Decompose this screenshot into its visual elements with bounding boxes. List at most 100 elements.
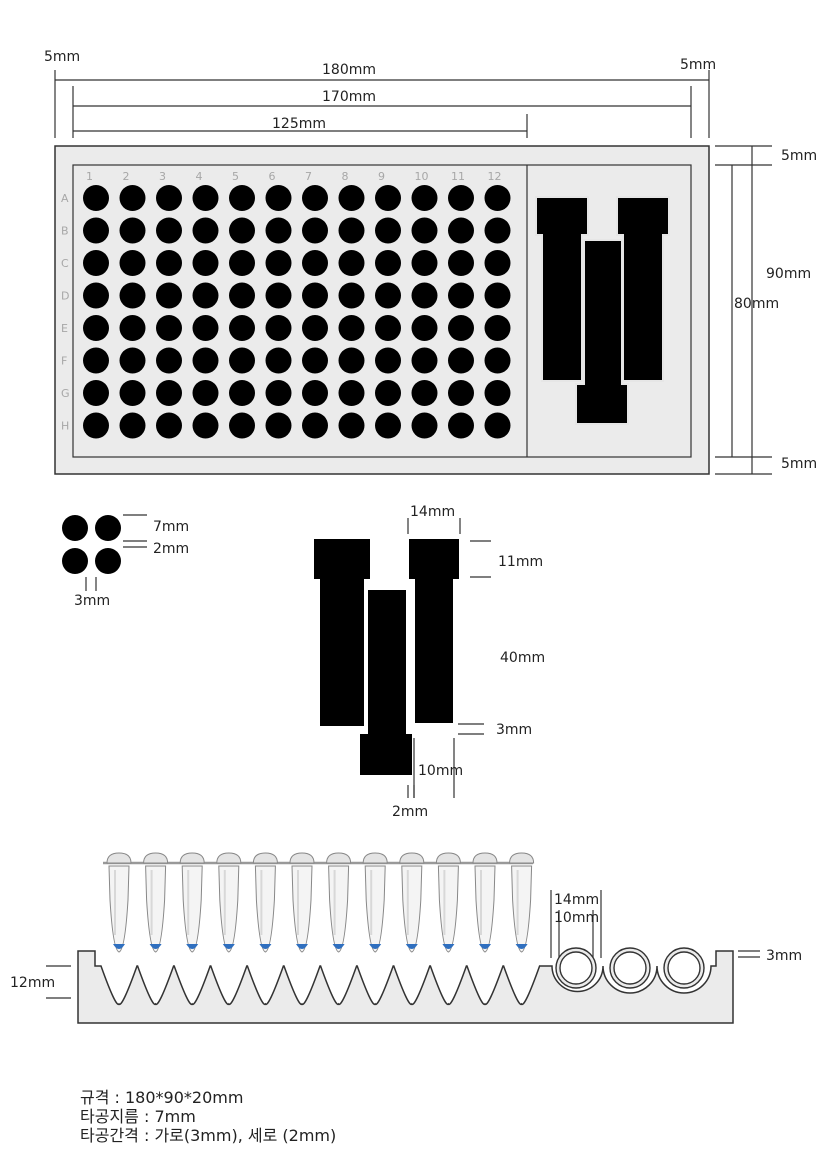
well [484,282,511,309]
dim-total-width: 180mm [322,62,376,78]
row-label: E [61,322,68,335]
well [192,347,219,374]
well [302,217,328,244]
dim-ring-inner: 10mm [554,910,599,926]
column-label: 6 [269,170,276,183]
well [265,347,292,374]
well [156,412,182,439]
well [83,250,109,276]
pcr-tube [435,852,461,953]
dim-ring-outer: 14mm [554,892,599,908]
pcr-tube [509,852,535,953]
well [229,217,255,244]
detail-well [62,515,88,541]
plate-tube-slot-middle [575,239,629,425]
plate-inner [72,164,692,458]
dim-inner-height: 80mm [734,296,779,312]
well [119,347,146,374]
row-label: H [61,420,69,433]
well [338,185,365,211]
well [192,412,219,439]
well [119,217,146,244]
well [484,380,511,406]
dim-section-height: 12mm [10,975,55,991]
row-label: F [61,355,67,368]
well [302,315,328,341]
well [156,185,182,211]
dim-cap-width: 14mm [410,504,455,520]
row-label: C [61,257,69,270]
well [83,282,109,309]
well [302,412,328,439]
well [156,217,182,244]
row-label: A [61,192,69,205]
well [119,282,146,309]
well [338,347,365,374]
well [484,185,511,211]
well [265,412,292,439]
column-label: 11 [451,170,465,183]
column-label: 8 [342,170,349,183]
well [411,380,438,406]
well [83,347,109,374]
well [229,380,255,406]
spec-hole-spacing: 타공간격 : 가로(3mm), 세로 (2mm) [80,1126,337,1145]
column-label: 9 [378,170,385,183]
well [83,185,109,211]
well [229,315,255,341]
dim-bottom-margin: 5mm [781,456,817,472]
well-detail [62,514,147,591]
well [484,250,511,276]
dim-slot-gap: 3mm [496,722,532,738]
well [83,412,109,439]
tube-slot-detail [312,537,461,777]
well [192,315,219,341]
well [192,185,219,211]
well [156,347,182,374]
well [156,282,182,309]
dim-right-margin: 5mm [680,57,716,73]
dim-top-step: 3mm [766,948,802,964]
spec-list: 규격 : 180*90*20mm 타공지름 : 7mm 타공간격 : 가로(3m… [80,1088,336,1145]
column-label: 12 [488,170,502,183]
dim-well-area-width: 125mm [272,116,326,132]
well [375,217,401,244]
tube-slot-dimensions [407,518,491,798]
well [338,250,365,276]
well [192,250,219,276]
well [119,315,146,341]
pcr-tube [143,852,169,953]
well [448,217,474,244]
well [265,380,292,406]
detail-slot-right [407,537,461,725]
well [119,412,146,439]
well [265,315,292,341]
dim-tip-offset: 2mm [392,804,428,820]
well [229,347,255,374]
column-label: 7 [305,170,312,183]
detail-well [62,548,88,574]
spec-hole-diameter: 타공지름 : 7mm [80,1107,196,1126]
column-label: 3 [159,170,166,183]
cross-section-dimensions [46,890,760,999]
row-label: D [61,290,69,303]
well [302,380,328,406]
well [448,347,474,374]
row-label: G [61,387,70,400]
pcr-tube [326,852,352,953]
well [83,380,109,406]
detail-slot-left [312,537,372,728]
cross-section-rings [555,947,705,989]
well [83,315,109,341]
well [302,282,328,309]
pcr-tube [362,852,388,953]
well [192,380,219,406]
well [411,315,438,341]
well [411,282,438,309]
pcr-tube [106,852,132,953]
dim-body-length: 40mm [500,650,545,666]
well [156,380,182,406]
well [448,315,474,341]
dim-cap-height: 11mm [498,554,543,570]
